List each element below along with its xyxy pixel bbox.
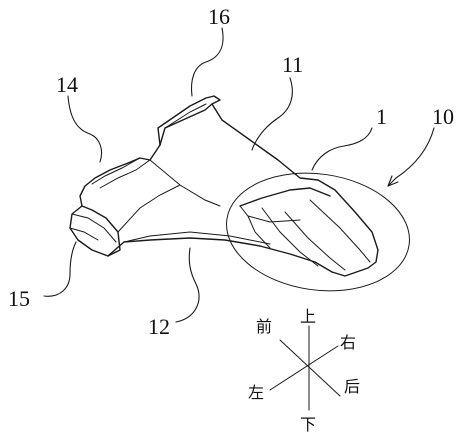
leader-lines: [43, 27, 435, 323]
direction-right: 右: [340, 333, 356, 352]
leader-10: [395, 127, 435, 179]
left-end-15: [69, 205, 121, 257]
leader-15: [43, 241, 77, 297]
label-11: 11: [282, 52, 303, 77]
arrow-10: [387, 175, 399, 187]
direction-indicator: 上 下 前 后 左 右: [248, 307, 360, 434]
detail-ellipse-10: [226, 172, 410, 292]
axis-left-right: [269, 345, 339, 391]
label-12: 12: [148, 314, 170, 339]
leader-11: [251, 77, 293, 151]
leader-14: [67, 95, 103, 163]
lower-plate-12: [107, 237, 333, 273]
leader-1: [311, 127, 373, 171]
top-plate-outline: [159, 103, 379, 277]
leader-16: [190, 27, 224, 97]
axis-front-back: [279, 339, 341, 397]
leader-12: [175, 247, 200, 323]
front-nose: [239, 187, 331, 207]
left-part-14: [79, 144, 161, 207]
reference-labels: 16 11 14 1 10 15 12: [8, 4, 454, 339]
direction-front: 前: [256, 317, 272, 336]
label-16: 16: [208, 4, 230, 29]
label-1: 1: [376, 104, 387, 129]
direction-down: 下: [300, 415, 316, 434]
direction-left: 左: [248, 383, 264, 402]
tab-16: [157, 95, 221, 146]
part-body: [69, 95, 410, 292]
label-15: 15: [8, 286, 30, 311]
direction-up: 上: [300, 307, 316, 326]
label-10: 10: [432, 104, 454, 129]
label-14: 14: [56, 72, 78, 97]
direction-back: 后: [344, 377, 360, 396]
